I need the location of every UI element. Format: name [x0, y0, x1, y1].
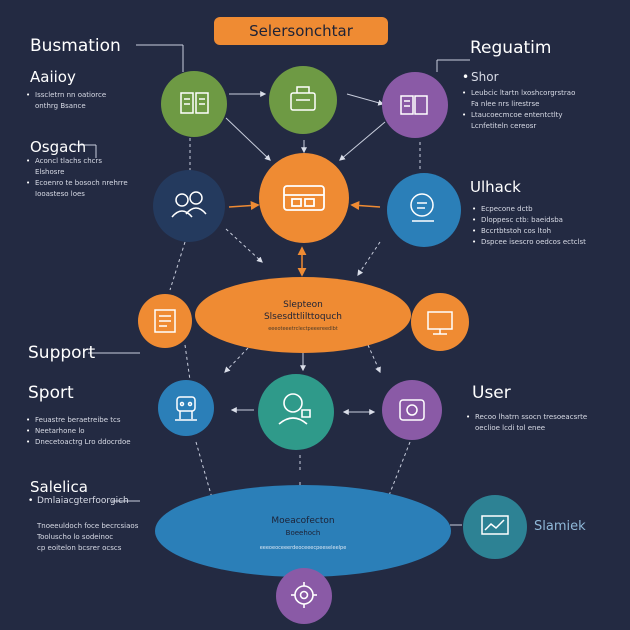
list-item: Fa nlee nrs lirestrse: [471, 100, 540, 108]
list-item: cp eoitelon bcsrer ocscs: [37, 544, 122, 552]
list-item: Shor: [462, 70, 499, 84]
orange-arrows: [228, 201, 381, 277]
bottom-ellipse-blue[interactable]: [155, 485, 451, 577]
node-support[interactable]: [258, 374, 334, 450]
left-heading-sport: Sport: [28, 383, 74, 403]
list-icon: [154, 309, 176, 333]
left-heading-salelica-sub: Dmlaiacgterfoorgich: [28, 496, 129, 507]
node-chat[interactable]: [387, 173, 461, 247]
list-item: Aconcl tlachs chcrs: [26, 156, 128, 167]
right-heading-ulhack: Ulhack: [470, 178, 521, 196]
node-book[interactable]: [382, 72, 448, 138]
list-item: Dspcee isescro oedcos ectclst: [472, 237, 586, 248]
left-heading-osgach: Osgach: [30, 138, 87, 156]
node-camera[interactable]: [382, 380, 442, 440]
bottom-ellipse-sub: Boeehoch: [285, 529, 321, 537]
list-item: Tnoeeuldoch foce becrcsiaos: [37, 522, 139, 530]
list-item: Bccrtbtstoh cos ltoh: [472, 226, 586, 237]
node-dashboard[interactable]: [161, 71, 227, 137]
left-list-2: Aconcl tlachs chcrs Elshosre Ecoenro te …: [26, 156, 128, 200]
node-gear[interactable]: [276, 568, 332, 624]
chart-icon: [481, 515, 509, 535]
gear-icon: [291, 582, 317, 608]
right-list-1: Leubcic ltartn lxoshcorgrstrao Fa nlee n…: [462, 88, 575, 132]
left-heading-aaiioy: Aaiioy: [30, 68, 76, 86]
server-icon: [283, 185, 325, 211]
node-monitor[interactable]: [411, 293, 469, 351]
center-ellipse-orange[interactable]: [195, 277, 411, 353]
list-item: Isscletrn nn oatiorce: [26, 90, 106, 101]
list-item: Iooasteso loes: [35, 190, 85, 198]
left-list-3: Feuastre beraetreibe tcs Neetarhone lo D…: [26, 415, 131, 448]
list-item: Neetarhone lo: [26, 426, 131, 437]
book-icon: [400, 95, 428, 115]
list-item: Tooluscho lo sodeinoc: [37, 533, 114, 541]
list-item: Ltaucoecmcoe ententctlty: [462, 110, 575, 121]
support-icon: [278, 393, 311, 425]
right-side-label: Slamiek: [534, 519, 586, 534]
node-list[interactable]: [138, 294, 192, 348]
left-list-4: Tnoeeuldoch foce becrcsiaos Tooluscho lo…: [28, 521, 138, 554]
left-heading-salelica: Salelica: [30, 478, 88, 496]
camera-icon: [399, 399, 425, 421]
monitor-icon: [427, 311, 453, 335]
list-item: Dmlaiacgterfoorgich: [28, 496, 129, 507]
robot-icon: [175, 396, 197, 421]
list-item: Dloppesc ctb: baeidsba: [472, 215, 586, 226]
diagram-title: Selersonchtar: [214, 17, 388, 45]
center-ellipse-small: eeeoteeetrclectpeeereedlbt: [268, 326, 338, 332]
list-item: Leubcic ltartn lxoshcorgrstrao: [462, 88, 575, 99]
list-item: Recoo lhatrn ssocn tresoeacsrte: [466, 412, 587, 423]
list-item: Ecoenro te bosoch nrehrre: [26, 178, 128, 189]
list-item: onthrg Bsance: [35, 102, 86, 110]
left-heading-busmation: Busmation: [30, 36, 121, 56]
right-list-3: Recoo lhatrn ssocn tresoeacsrte oeclioe …: [466, 412, 587, 434]
list-item: Feuastre beraetreibe tcs: [26, 415, 131, 426]
users-icon: [171, 191, 207, 218]
list-item: oeclioe lcdi tol enee: [475, 424, 546, 432]
node-bag[interactable]: [269, 66, 337, 134]
chat-icon: [410, 193, 434, 222]
dashboard-icon: [180, 92, 209, 114]
bag-icon: [290, 86, 316, 111]
center-ellipse-sub: Slsesdttlilttoquch: [263, 312, 343, 322]
right-heading-reguatim: Reguatim: [470, 38, 552, 58]
list-item: Ecpecone dctb: [472, 204, 586, 215]
bottom-ellipse-title: Moeacofecton: [271, 516, 335, 526]
right-list-2: Ecpecone dctb Dloppesc ctb: baeidsba Bcc…: [472, 204, 586, 248]
list-item: Lcnfetiteln cereosr: [471, 122, 537, 130]
bottom-ellipse-small: eeeoeoceeerdeoceeecpeeseleelpe: [259, 545, 347, 551]
list-item: Elshosre: [35, 168, 65, 176]
right-heading-user: User: [472, 383, 511, 403]
right-heading-shor: Shor: [462, 70, 499, 84]
node-users[interactable]: [153, 170, 225, 242]
center-ellipse-title: Slepteon: [283, 300, 323, 310]
left-list-1: Isscletrn nn oatiorce onthrg Bsance: [26, 90, 106, 112]
left-heading-support: Support: [28, 343, 96, 363]
node-server[interactable]: [259, 153, 349, 243]
list-item: Dnecetoactrg Lro ddocrdoe: [26, 437, 131, 448]
node-chart[interactable]: [463, 495, 527, 559]
node-robot[interactable]: [158, 380, 214, 436]
